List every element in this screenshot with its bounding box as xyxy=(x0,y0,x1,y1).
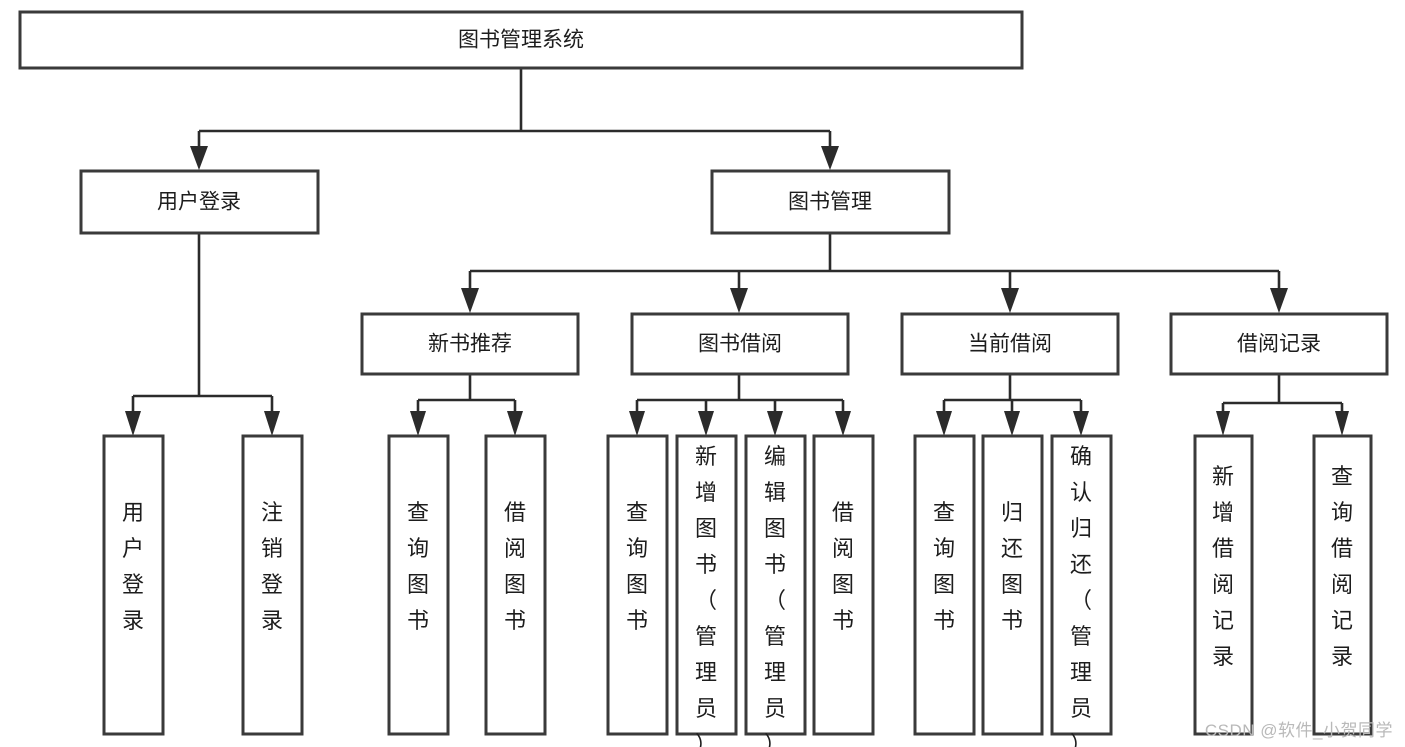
node-borrow-records-box[interactable] xyxy=(1169,312,1389,376)
arrow-borrow-leaf-2 xyxy=(698,411,714,436)
leaf-current-borrow-2-label: 归还图书 xyxy=(1001,500,1023,633)
leaf-user-login-1-label: 用户登录 xyxy=(122,500,144,633)
arrow-userlogin-leaf-1 xyxy=(125,411,141,436)
node-root-label: 图书管理系统 xyxy=(458,29,584,52)
leaf-user-login-2-box[interactable] xyxy=(241,434,304,736)
arrow-current-leaf-1 xyxy=(936,411,952,436)
leaf-book-borrow-4-box[interactable] xyxy=(812,434,875,736)
arrow-userlogin-leaf-2 xyxy=(264,411,280,436)
arrow-rec-leaf-2 xyxy=(507,411,523,436)
node-current-borrow[interactable]: 当前借阅 xyxy=(900,312,1120,376)
leaf-current-borrow-2-box[interactable] xyxy=(981,434,1044,736)
leaf-borrow-records-2[interactable]: 查询借阅记录 xyxy=(1312,434,1373,736)
arrow-to-current-borrow xyxy=(1001,288,1019,313)
leaf-book-borrow-3-label: 编辑图书（管理员） xyxy=(764,444,786,747)
arrow-borrow-leaf-1 xyxy=(629,411,645,436)
leaf-book-borrow-3[interactable]: 编辑图书（管理员） xyxy=(744,434,807,747)
leaf-current-borrow-3-box[interactable] xyxy=(1050,434,1113,736)
leaf-borrow-records-2-label: 查询借阅记录 xyxy=(1331,464,1353,669)
arrow-to-book-borrow xyxy=(730,288,748,313)
node-user-login-box[interactable] xyxy=(79,169,320,235)
leaf-book-borrow-1[interactable]: 查询图书 xyxy=(606,434,669,736)
leaf-book-borrow-1-box[interactable] xyxy=(606,434,669,736)
arrow-records-leaf-2 xyxy=(1335,411,1349,436)
leaf-borrow-records-1-box[interactable] xyxy=(1193,434,1254,736)
arrow-to-borrow-records xyxy=(1270,288,1288,313)
leaf-borrow-records-1[interactable]: 新增借阅记录 xyxy=(1193,434,1254,736)
leaf-user-login-1-box[interactable] xyxy=(102,434,165,736)
leaf-book-borrow-4-label: 借阅图书 xyxy=(832,500,854,633)
arrow-root-to-book-mgmt xyxy=(821,146,839,170)
node-user-login[interactable]: 用户登录 xyxy=(79,169,320,235)
node-current-borrow-label: 当前借阅 xyxy=(968,333,1052,356)
leaf-new-book-recommend-1-label: 查询图书 xyxy=(407,500,429,633)
connector-layer xyxy=(125,68,1349,436)
leaf-borrow-records-2-box[interactable] xyxy=(1312,434,1373,736)
node-book-management[interactable]: 图书管理 xyxy=(710,169,951,235)
node-user-login-label: 用户登录 xyxy=(157,191,241,214)
leaf-current-borrow-1-box[interactable] xyxy=(913,434,976,736)
leaf-book-borrow-3-box[interactable] xyxy=(744,434,807,736)
leaf-current-borrow-3[interactable]: 确认归还（管理员） xyxy=(1050,434,1113,747)
node-current-borrow-box[interactable] xyxy=(900,312,1120,376)
leaf-book-borrow-4[interactable]: 借阅图书 xyxy=(812,434,875,736)
leaf-new-book-recommend-1[interactable]: 查询图书 xyxy=(387,434,450,736)
arrow-records-leaf-1 xyxy=(1216,411,1230,436)
arrow-current-leaf-3 xyxy=(1073,411,1089,436)
leaf-user-login-2-label: 注销登录 xyxy=(261,500,283,633)
arrow-current-leaf-2 xyxy=(1004,411,1020,436)
leaf-current-borrow-1[interactable]: 查询图书 xyxy=(913,434,976,736)
node-book-management-box[interactable] xyxy=(710,169,951,235)
leaf-book-borrow-2[interactable]: 新增图书（管理员） xyxy=(675,434,738,747)
arrow-borrow-leaf-4 xyxy=(835,411,851,436)
leaf-new-book-recommend-2[interactable]: 借阅图书 xyxy=(484,434,547,736)
arrow-rec-leaf-1 xyxy=(410,411,426,436)
leaf-book-borrow-2-label: 新增图书（管理员） xyxy=(695,444,717,747)
node-new-book-recommend[interactable]: 新书推荐 xyxy=(360,312,580,376)
leaf-user-login-2[interactable]: 注销登录 xyxy=(241,434,304,736)
leaf-current-borrow-2[interactable]: 归还图书 xyxy=(981,434,1044,736)
arrow-borrow-leaf-3 xyxy=(767,411,783,436)
leaf-borrow-records-1-label: 新增借阅记录 xyxy=(1212,464,1234,669)
leaf-current-borrow-1-label: 查询图书 xyxy=(933,500,955,633)
node-book-borrow-box[interactable] xyxy=(630,312,850,376)
leaf-new-book-recommend-2-box[interactable] xyxy=(484,434,547,736)
node-book-management-label: 图书管理 xyxy=(788,191,872,214)
leaf-book-borrow-1-label: 查询图书 xyxy=(626,500,648,633)
leaf-new-book-recommend-2-label: 借阅图书 xyxy=(504,500,526,633)
leaf-new-book-recommend-1-box[interactable] xyxy=(387,434,450,736)
leaf-current-borrow-3-label: 确认归还（管理员） xyxy=(1070,444,1092,747)
node-book-borrow-label: 图书借阅 xyxy=(698,333,782,356)
node-book-borrow[interactable]: 图书借阅 xyxy=(630,312,850,376)
leaf-user-login-1[interactable]: 用户登录 xyxy=(102,434,165,736)
arrow-root-to-user-login xyxy=(190,146,208,170)
node-borrow-records[interactable]: 借阅记录 xyxy=(1169,312,1389,376)
node-borrow-records-label: 借阅记录 xyxy=(1237,333,1321,356)
node-root-box[interactable] xyxy=(18,10,1024,70)
node-root[interactable]: 图书管理系统 xyxy=(18,10,1024,70)
leaf-book-borrow-2-box[interactable] xyxy=(675,434,738,736)
node-new-book-recommend-label: 新书推荐 xyxy=(428,333,512,356)
arrow-to-new-book-recommend xyxy=(461,288,479,313)
node-new-book-recommend-box[interactable] xyxy=(360,312,580,376)
